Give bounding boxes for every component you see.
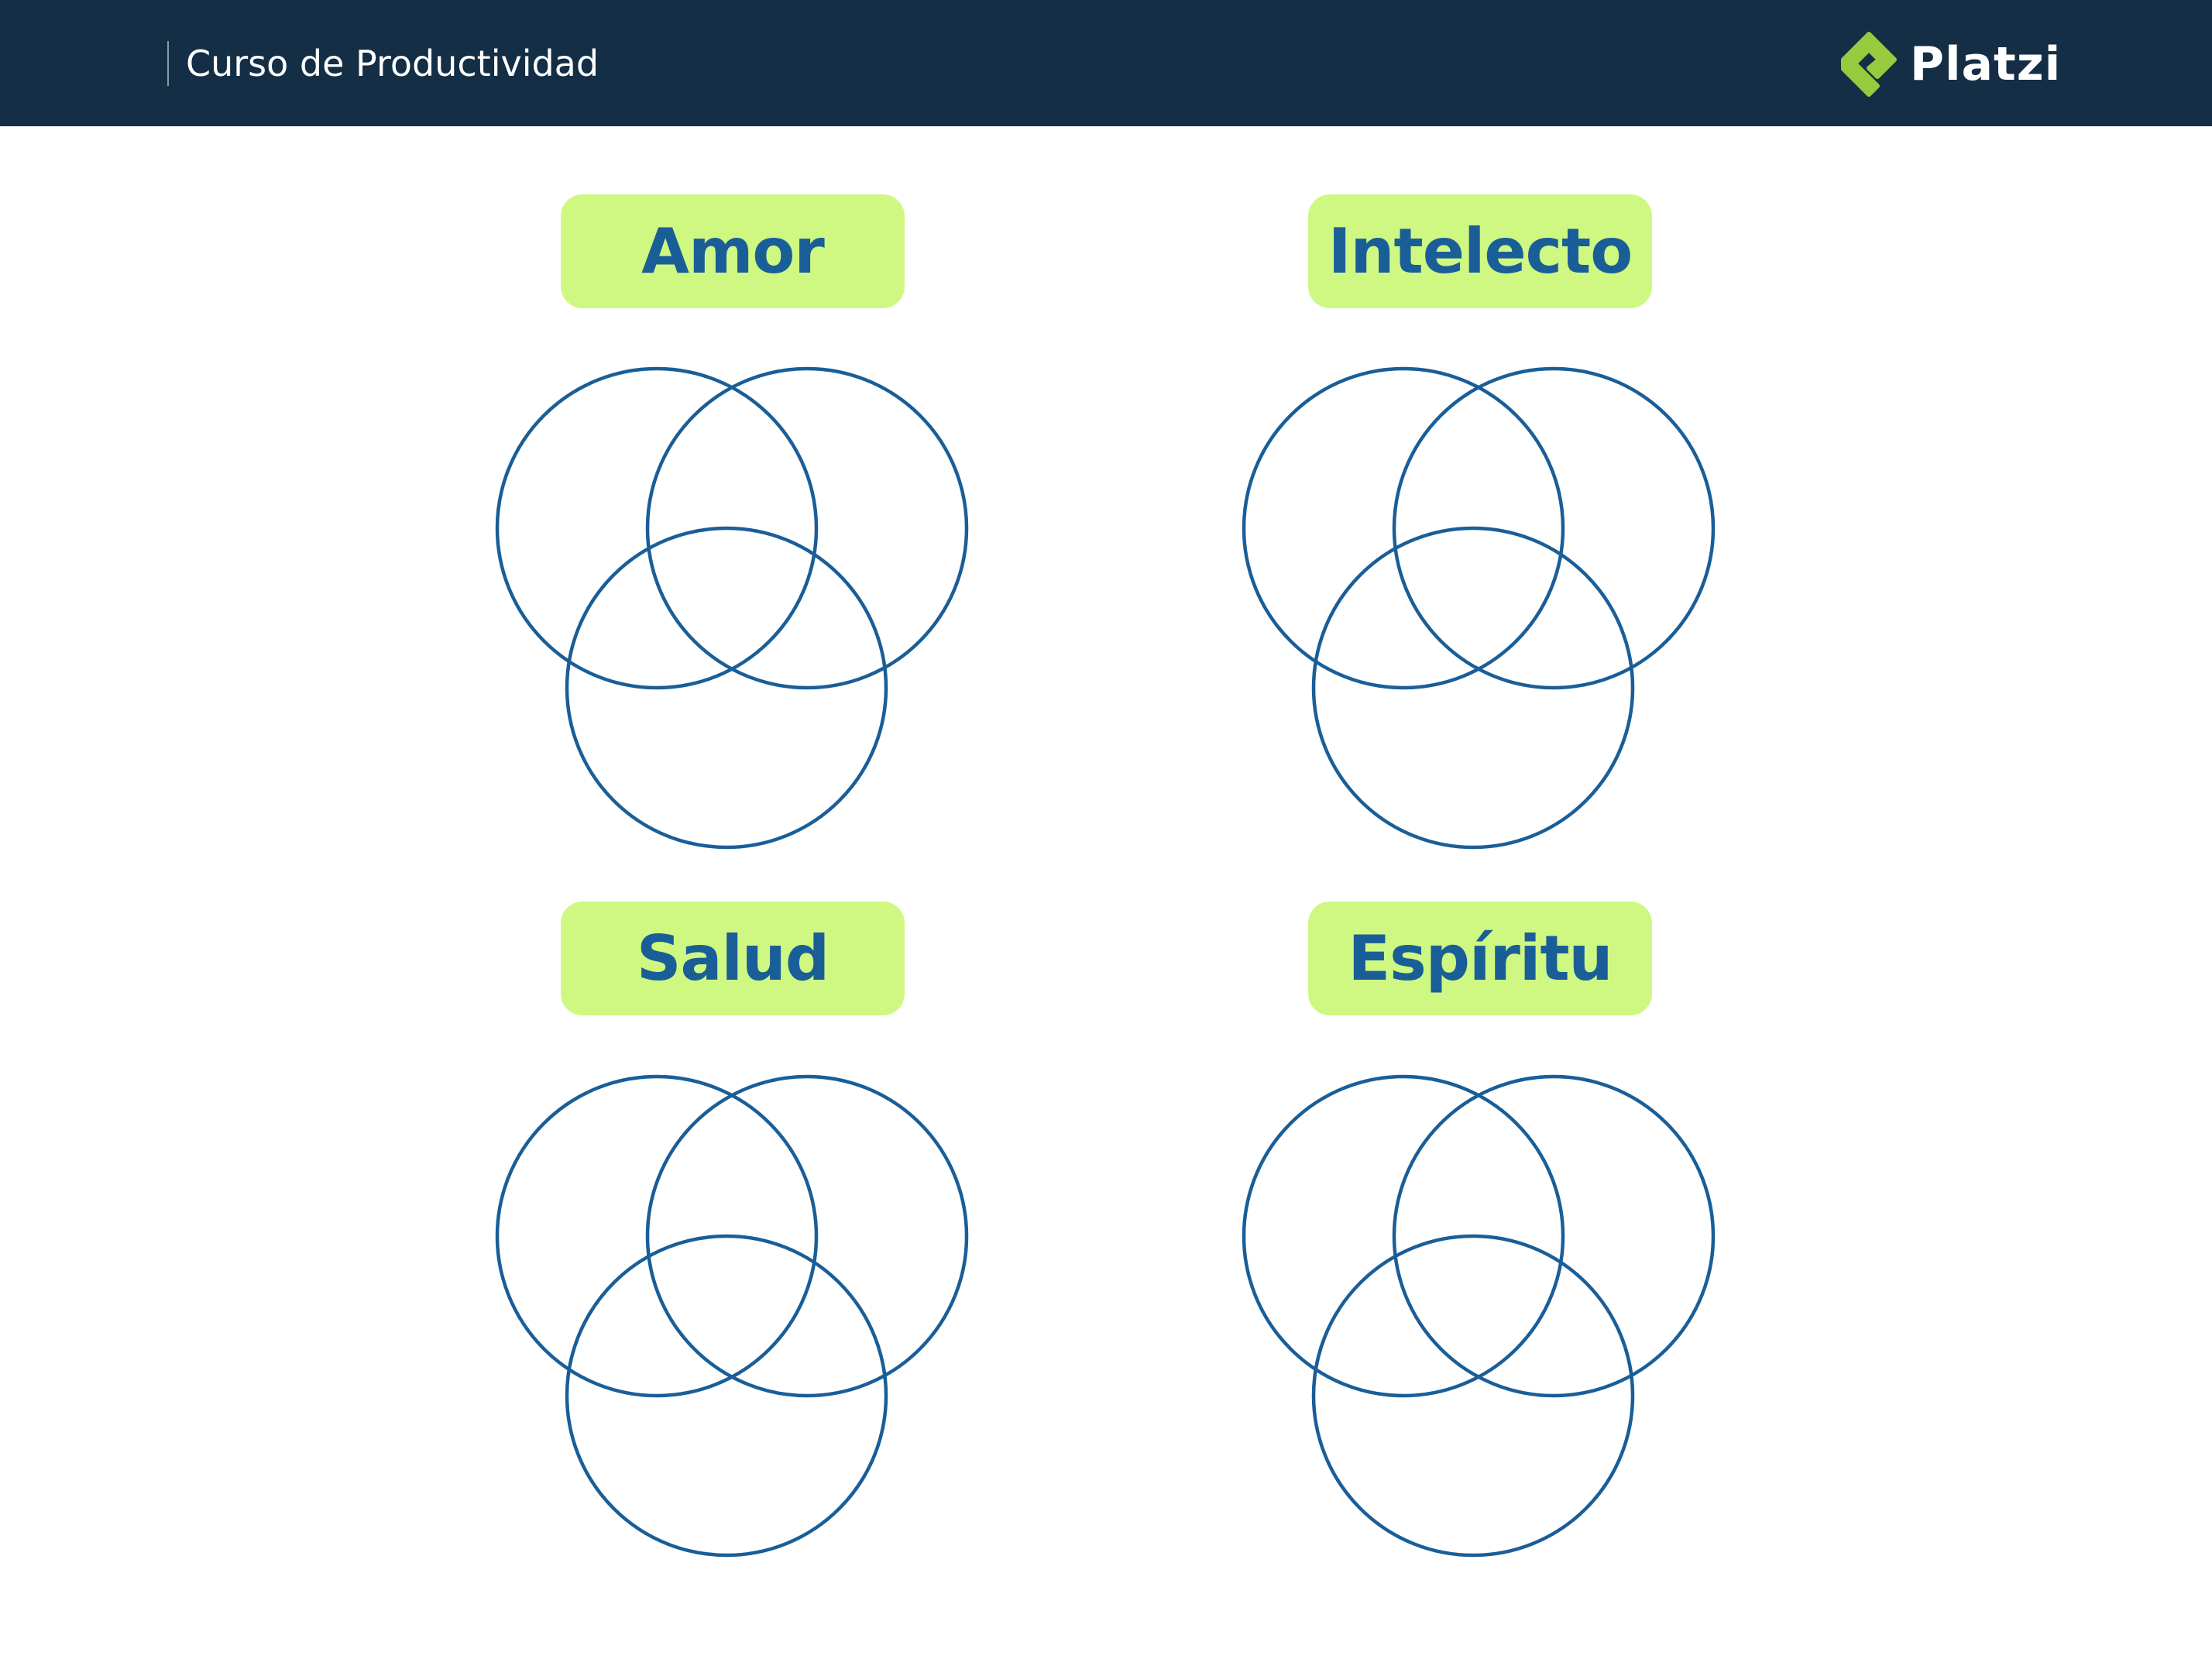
venn-diagram-amor: [495, 366, 969, 850]
area-label-espiritu: Espíritu: [1308, 902, 1652, 1015]
area-label-salud: Salud: [561, 902, 905, 1015]
venn-circle-top-left: [495, 1074, 819, 1398]
brand-logo[interactable]: Platzi: [1837, 29, 2061, 99]
area-label-text: Intelecto: [1328, 215, 1633, 287]
venn-circle-bottom: [565, 1234, 888, 1558]
venn-circle-top-right: [645, 366, 969, 690]
area-label-amor: Amor: [561, 194, 905, 308]
venn-diagram-salud: [495, 1074, 969, 1558]
course-title: Curso de Productividad: [186, 43, 599, 84]
platzi-logo-icon: [1841, 32, 1897, 97]
venn-circle-top-left: [495, 366, 819, 690]
venn-diagram-intelecto: [1242, 366, 1716, 850]
brand-name: Platzi: [1910, 37, 2062, 91]
venn-circle-top-right: [645, 1074, 969, 1398]
header-bar: Curso de Productividad Platzi: [0, 0, 2212, 126]
venn-circle-bottom: [565, 526, 888, 850]
area-label-text: Amor: [641, 215, 825, 287]
area-label-intelecto: Intelecto: [1308, 194, 1652, 308]
venn-circle-bottom: [1311, 526, 1635, 850]
area-label-text: Salud: [636, 922, 830, 994]
header-divider: [167, 41, 169, 86]
venn-circle-top-left: [1242, 1074, 1565, 1398]
venn-circle-top-right: [1392, 1074, 1716, 1398]
venn-circle-top-right: [1392, 366, 1716, 690]
venn-circle-bottom: [1311, 1234, 1635, 1558]
venn-circle-top-left: [1242, 366, 1565, 690]
area-label-text: Espíritu: [1348, 922, 1613, 994]
venn-diagram-espiritu: [1242, 1074, 1716, 1558]
